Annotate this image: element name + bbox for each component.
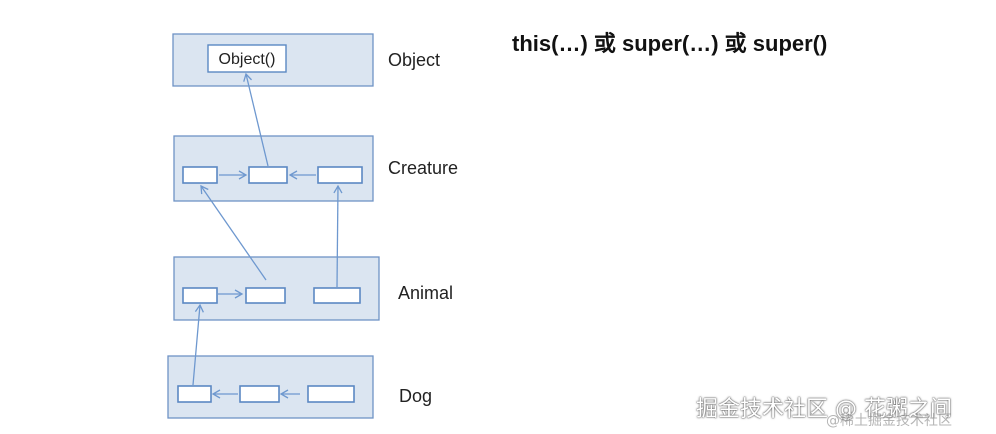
object-constructor-label: Object() — [219, 51, 276, 68]
creature-slot-3 — [317, 166, 363, 184]
animal-slot-1 — [182, 287, 218, 304]
dog-slot-1 — [177, 385, 212, 403]
animal-slot-3 — [313, 287, 361, 304]
dog-slot-3 — [307, 385, 355, 403]
call-arrows — [192, 72, 343, 399]
arrow-creature-to-object — [243, 72, 269, 167]
watermark-subtext: @稀土掘金技术社区 — [826, 413, 952, 429]
arrow-animal-to-creature-1 — [200, 184, 267, 281]
arrow-dog-to-animal — [192, 303, 204, 386]
arrow-animal-to-creature-3 — [333, 184, 343, 288]
creature-slot-2 — [248, 166, 288, 184]
layer-creature-label: Creature — [388, 158, 458, 178]
watermark-text: 掘金技术社区 @ 花粥之间 — [696, 397, 952, 422]
layer-object: Object() Object — [172, 33, 440, 87]
dog-slot-2 — [239, 385, 280, 403]
object-constructor-box — [207, 44, 287, 73]
layer-dog: Dog — [167, 355, 432, 419]
layer-animal: Animal — [173, 256, 453, 321]
diagram-title: this(…) 或 super(…) 或 super() — [512, 31, 828, 56]
animal-slot-2 — [245, 287, 286, 304]
layer-dog-label: Dog — [399, 386, 432, 406]
creature-slot-1 — [182, 166, 218, 184]
layer-creature: Creature — [173, 135, 458, 202]
layer-animal-label: Animal — [398, 283, 453, 303]
layer-object-label: Object — [388, 50, 440, 70]
